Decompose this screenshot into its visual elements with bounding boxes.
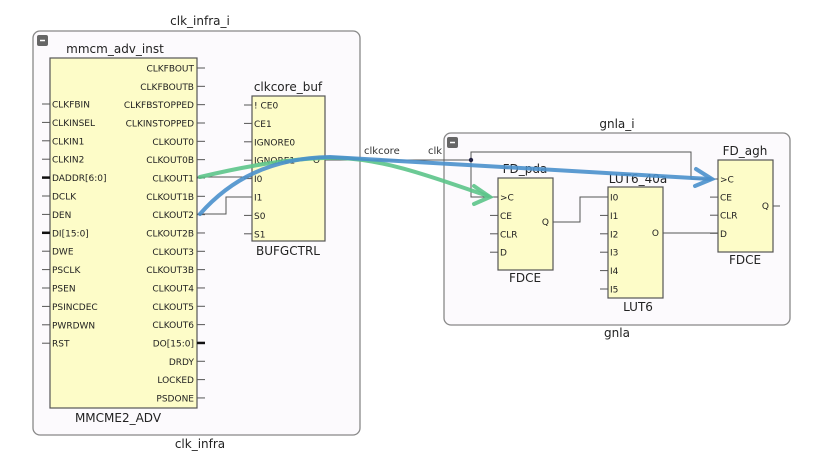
net-junction — [468, 157, 474, 163]
pin-label: CLKOUT3 — [152, 248, 194, 258]
pin-label: CE — [720, 194, 732, 204]
hier-instance-name: gnla_i — [599, 117, 634, 131]
pin-label: CLKFBOUT — [146, 65, 194, 75]
pin-label: PSINCDEC — [52, 303, 98, 313]
pin-label: CLKOUT1B — [146, 193, 194, 203]
pin-label: PSCLK — [52, 266, 81, 276]
pin-label: >C — [720, 176, 734, 186]
cell-type-name: BUFGCTRL — [256, 244, 320, 258]
pin-label: DI[15:0] — [52, 229, 89, 239]
pin-label: O — [652, 229, 659, 239]
pin-label: Q — [542, 218, 549, 228]
pin-label: CLKOUT5 — [152, 303, 194, 313]
pin-label: DWE — [52, 248, 74, 258]
pin-label: I4 — [610, 267, 619, 277]
pin-label: I0 — [254, 175, 263, 185]
arrow-icon — [472, 184, 495, 206]
net-label-clkcore: clkcore — [364, 146, 400, 157]
pin-label: >C — [500, 194, 514, 204]
hier-instance-name: clk_infra_i — [170, 14, 230, 28]
pin-label: CLKFBIN — [52, 101, 90, 111]
pin-label: CLKOUT6 — [152, 321, 194, 331]
pin-label: S1 — [254, 230, 265, 240]
pin-label: CLKINSTOPPED — [126, 119, 194, 129]
pin-label: CLR — [720, 212, 738, 222]
pin-label: CLKINSEL — [52, 119, 95, 129]
pin-label: PSEN — [52, 285, 76, 295]
pin-label: CLKIN1 — [52, 137, 84, 147]
pin-label: IGNORE0 — [254, 138, 295, 148]
pin-label: CLKOUT2 — [152, 211, 194, 221]
pin-label: I3 — [610, 249, 618, 259]
pin-label: DCLK — [52, 193, 77, 203]
wire-clkout2-i1 — [197, 196, 252, 215]
pin-label: CLKOUT0 — [152, 138, 194, 148]
pin-label: DRDY — [169, 358, 195, 368]
pin-label: ! CE0 — [254, 102, 278, 112]
hier-module-name: clk_infra — [175, 437, 225, 451]
pin-label: CE1 — [254, 120, 272, 130]
cell-type-name: LUT6 — [623, 300, 653, 314]
cell-instance-name: mmcm_adv_inst — [66, 42, 164, 56]
pin-label: I2 — [610, 230, 618, 240]
pin-label: D — [720, 230, 727, 240]
pin-label: CLKOUT3B — [146, 266, 194, 276]
hier-module-name: gnla — [604, 326, 630, 340]
cell-instance-name: FD_agh — [723, 144, 768, 158]
pin-label: CLKFBSTOPPED — [124, 101, 194, 111]
pin-label: CLKFBOUTB — [140, 83, 194, 93]
pin-label: CLKOUT1 — [152, 174, 194, 184]
pin-label: DEN — [52, 211, 71, 221]
minus-icon[interactable] — [447, 137, 458, 148]
pin-label: CLKOUT4 — [152, 284, 194, 294]
pin-label: S0 — [254, 212, 266, 222]
net-label-clk: clk — [428, 146, 442, 157]
cell-clkcore-buf[interactable]: clkcore_buf BUFGCTRL ! CE0CE1IGNORE0IGNO… — [244, 80, 326, 258]
cell-type-name: FDCE — [509, 271, 541, 285]
cell-mmcm[interactable]: mmcm_adv_inst MMCME2_ADV CLKFBIN CLKINSEL… — [42, 42, 205, 425]
pin-label: PWRDWN — [52, 321, 95, 331]
pin-label: D — [500, 249, 507, 259]
minus-icon[interactable] — [37, 35, 48, 46]
highlight-path-blue — [198, 154, 712, 216]
cell-type-name: MMCME2_ADV — [75, 411, 162, 425]
pin-label: DADDR[6:0] — [52, 174, 107, 184]
cell-type-name: FDCE — [729, 253, 761, 267]
cell-fd-agh[interactable]: FD_agh FDCE >C CE CLR D Q — [710, 144, 780, 267]
pin-label: CLKIN2 — [52, 156, 84, 166]
cell-instance-name: clkcore_buf — [254, 80, 323, 94]
pin-label: RST — [52, 340, 70, 350]
pin-label: CLKOUT0B — [146, 156, 194, 166]
pin-label: CLR — [500, 230, 518, 240]
pin-label: LOCKED — [157, 376, 194, 386]
pin-label: I1 — [610, 212, 618, 222]
pin-label: I1 — [254, 194, 262, 204]
pin-label: CLKOUT2B — [146, 229, 194, 239]
pin-label: I0 — [610, 194, 619, 204]
wire-q-i0 — [553, 196, 608, 223]
arrow-icon — [693, 167, 717, 188]
pin-label: I5 — [610, 286, 618, 296]
pin-label: CE — [500, 212, 512, 222]
pin-label: PSDONE — [156, 394, 194, 404]
pin-label: Q — [762, 202, 769, 212]
pin-label: O — [313, 156, 320, 166]
pin-label: DO[15:0] — [153, 339, 194, 349]
